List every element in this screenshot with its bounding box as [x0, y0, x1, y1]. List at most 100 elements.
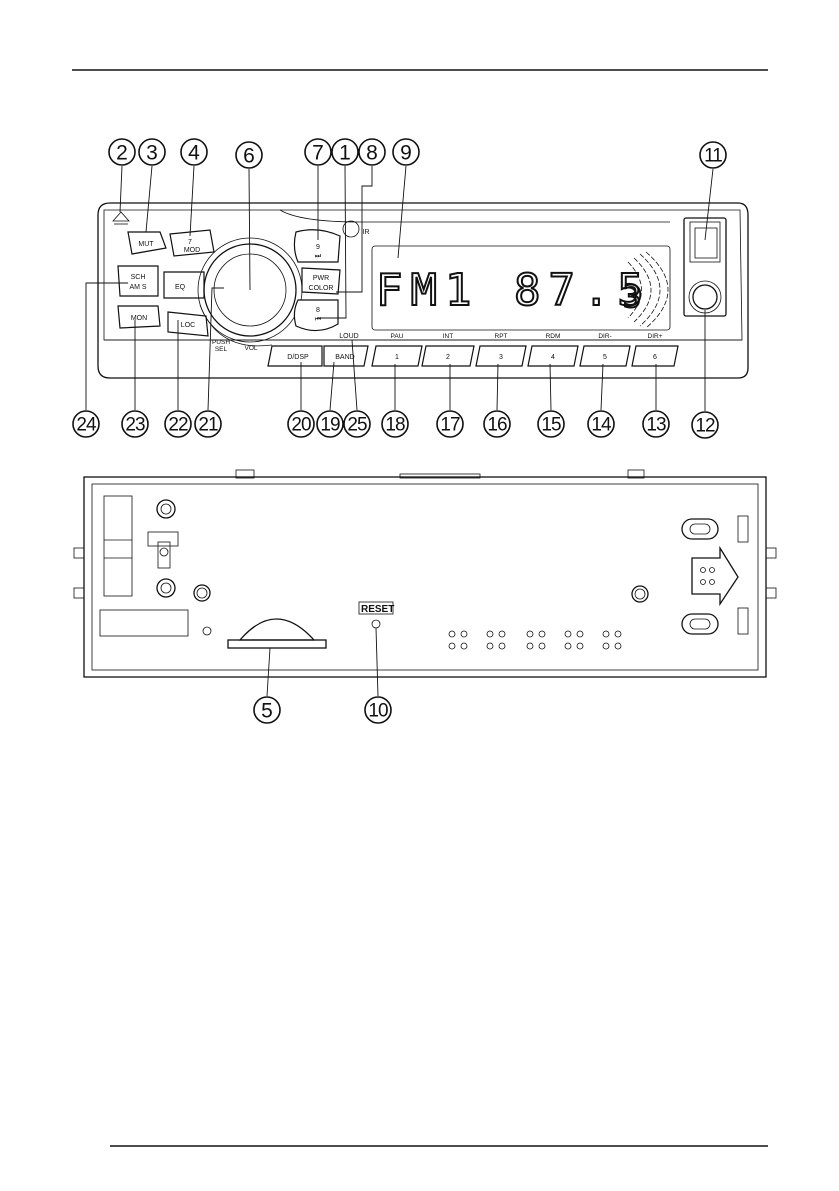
- preset-button-2[interactable]: 2 INT: [421, 333, 475, 367]
- callout-number: 7: [312, 142, 324, 165]
- next-icon: ⏭: [315, 253, 322, 260]
- callout-number: 11: [704, 146, 722, 167]
- next-button[interactable]: 9 ⏭: [293, 229, 341, 263]
- leader-line: [600, 363, 604, 411]
- hole: [448, 642, 456, 650]
- reset-button[interactable]: RESET: [358, 601, 394, 629]
- callout-20: 20: [287, 410, 315, 438]
- callout-25: 25: [343, 410, 371, 438]
- leader-line: [189, 165, 195, 237]
- callout-number: 22: [168, 415, 188, 436]
- hole: [576, 630, 584, 638]
- mut-button[interactable]: MUT: [127, 231, 167, 255]
- leader-line: [119, 165, 123, 213]
- callout-14: 14: [587, 410, 615, 438]
- disp-button[interactable]: D/DSP: [267, 345, 323, 367]
- callout-16: 16: [483, 410, 511, 438]
- callout-number: 21: [198, 415, 218, 436]
- callout-19: 19: [316, 410, 344, 438]
- leader-line: [207, 287, 224, 411]
- eq-button[interactable]: EQ: [163, 271, 205, 299]
- leader-line: [266, 647, 271, 697]
- callout-2: 2: [108, 138, 136, 166]
- hole: [460, 642, 468, 650]
- callout-number: 18: [385, 415, 405, 436]
- preset-number: 2: [446, 354, 450, 361]
- hole: [602, 630, 610, 638]
- callout-17: 17: [436, 410, 464, 438]
- preset-number: 5: [603, 354, 607, 361]
- eq-label: EQ: [175, 284, 186, 291]
- callout-15: 15: [537, 410, 565, 438]
- preset-function-label: RPT: [495, 333, 508, 340]
- callout-23: 23: [121, 410, 149, 438]
- callout-9: 9: [392, 138, 420, 166]
- hole: [576, 642, 584, 650]
- callout-22: 22: [164, 410, 192, 438]
- pwr-color-button[interactable]: PWR COLOR: [301, 267, 341, 295]
- callout-number: 25: [347, 415, 367, 436]
- callout-8: 8: [358, 138, 386, 166]
- leader-line: [145, 165, 153, 233]
- preset-function-label: INT: [443, 333, 454, 340]
- push-label: PUSH: [212, 339, 230, 346]
- mod-button[interactable]: 7 MOD: [169, 229, 215, 257]
- leader-line: [85, 282, 128, 410]
- callout-number: 10: [368, 701, 388, 722]
- callout-24: 24: [72, 410, 100, 438]
- callout-number: 15: [541, 415, 561, 436]
- callout-number: 17: [440, 415, 460, 436]
- band-button[interactable]: BAND: [323, 345, 369, 367]
- callout-6: 6: [235, 141, 263, 169]
- hole: [486, 642, 494, 650]
- mon-button[interactable]: MON: [117, 305, 161, 329]
- mod-label: MOD: [184, 247, 200, 254]
- cd-slot: [227, 618, 327, 649]
- leader-line: [351, 339, 358, 411]
- lcd-preset: 3: [623, 280, 641, 315]
- hole: [526, 642, 534, 650]
- color-label: COLOR: [309, 285, 334, 292]
- prev-button[interactable]: 8 ⏮: [293, 299, 339, 332]
- front-panel: MUT 7 MOD SCH AM S EQ MON LOC: [97, 202, 749, 379]
- hole: [448, 630, 456, 638]
- loc-button[interactable]: LOC: [167, 311, 209, 337]
- hole: [564, 642, 572, 650]
- prev-number: 8: [316, 307, 320, 314]
- eject-icon[interactable]: [112, 211, 130, 222]
- leader-line: [375, 627, 379, 697]
- hole: [614, 630, 622, 638]
- leader-line: [549, 363, 552, 411]
- callout-number: 5: [261, 700, 273, 723]
- leader-line: [397, 165, 407, 259]
- reset-label: RESET: [361, 604, 394, 615]
- leader-line: [496, 363, 499, 411]
- preset-function-label: DIR-: [598, 333, 611, 340]
- callout-number: 2: [116, 142, 128, 165]
- leader-line: [318, 165, 347, 319]
- preset-button-5[interactable]: 5 DIR-: [579, 333, 631, 367]
- callout-18: 18: [381, 410, 409, 438]
- hole: [486, 630, 494, 638]
- ir-label: IR: [363, 229, 370, 236]
- lcd-frequency: FM1 87.5: [376, 265, 652, 316]
- callout-21: 21: [194, 410, 222, 438]
- callout-10: 10: [364, 696, 392, 724]
- prev-icon: ⏮: [315, 316, 321, 323]
- callout-number: 20: [291, 415, 311, 436]
- leader-line: [329, 361, 335, 411]
- ir-sensor: [342, 220, 360, 238]
- preset-function-label: RDM: [546, 333, 561, 340]
- callout-number: 19: [320, 415, 340, 436]
- preset-function-label: DIR+: [648, 333, 663, 340]
- leader-line: [704, 168, 714, 241]
- rear-panel: RESET: [73, 469, 777, 678]
- preset-function-label: PAU: [391, 333, 404, 340]
- sch-ams-button[interactable]: SCH AM S: [117, 265, 159, 297]
